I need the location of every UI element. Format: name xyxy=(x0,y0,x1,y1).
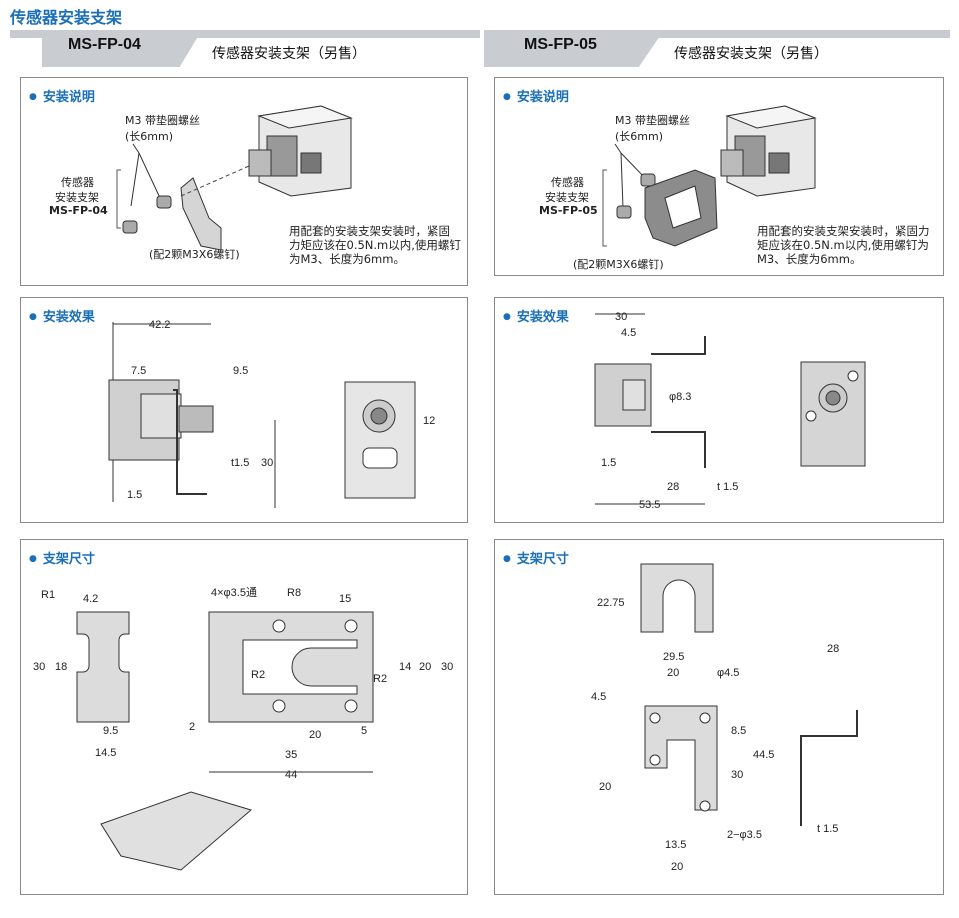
dim-t1-5: t1.5 xyxy=(231,457,249,469)
dim-r2-20c: 20 xyxy=(671,861,683,873)
left-effect-drawing: 42.2 7.5 9.5 30 t1.5 1.5 12 xyxy=(108,319,435,508)
dim-l-20b: 20 xyxy=(309,729,321,741)
dim-l-r1: R1 xyxy=(41,589,55,601)
dim-r-1-5: 1.5 xyxy=(601,457,616,469)
dim-r2-t1-5: t 1.5 xyxy=(817,823,838,835)
left-size-heading: 支架尺寸 xyxy=(29,548,95,567)
dim-r-30: 30 xyxy=(615,311,627,323)
dim-r2-20b: 20 xyxy=(599,781,611,793)
right-size-heading: 支架尺寸 xyxy=(503,548,569,567)
dim-r2-44-5: 44.5 xyxy=(753,749,774,761)
dim-l-r2b: R2 xyxy=(373,673,387,685)
right-screw-label: M3 带垫圈螺丝 xyxy=(615,114,690,127)
dim-r2-20: 20 xyxy=(667,667,679,679)
dim-r2-30: 30 xyxy=(731,769,743,781)
dim-r2-29-5: 29.5 xyxy=(663,651,684,663)
left-install-panel: 安装说明 M3 带垫圈螺丝 (长6mm) 传感器 安装支架 MS-FP-04 (… xyxy=(20,77,468,286)
dim-r2-phi4-5: φ4.5 xyxy=(717,667,739,679)
dim-r-28: 28 xyxy=(667,481,679,493)
right-install-note: 用配套的安装支架安装时，紧固力矩应该在0.5N.m以内,使用螺钉为M3、长度为6… xyxy=(757,224,930,266)
page-title: 传感器安装支架 xyxy=(10,8,123,27)
dim-42-2: 42.2 xyxy=(149,319,170,331)
dim-l-35: 35 xyxy=(285,749,297,761)
left-size-panel: 支架尺寸 R1 4.2 30 18 9.5 14.5 4×φ3.5通 R8 15… xyxy=(20,539,468,895)
right-model-subtitle: 传感器安装支架（另售） xyxy=(674,46,828,62)
right-screws-included: (配2颗M3X6螺钉) xyxy=(573,258,664,271)
left-bracket-line1: 传感器 xyxy=(61,176,94,189)
left-install-illustration xyxy=(116,105,353,251)
right-bracket-line2: 安装支架 xyxy=(545,191,589,204)
right-bracket-model: MS-FP-05 xyxy=(539,204,598,217)
dim-r2-8-5: 8.5 xyxy=(731,725,746,737)
right-install-heading: 安装说明 xyxy=(503,86,569,105)
dim-12: 12 xyxy=(423,415,435,427)
dim-r-phi8-3: φ8.3 xyxy=(669,391,691,403)
left-screw-label: M3 带垫圈螺丝 xyxy=(125,114,200,127)
right-install-panel: 安装说明 M3 带垫圈螺丝 (长6mm) 传感器 安装支架 MS-FP-05 (… xyxy=(494,77,944,276)
dim-l-5: 5 xyxy=(361,725,367,737)
dim-l-20: 20 xyxy=(419,661,431,673)
dim-l-4-2: 4.2 xyxy=(83,593,98,605)
dim-l-9-5: 9.5 xyxy=(103,725,118,737)
dim-30: 30 xyxy=(261,457,273,469)
right-effect-heading: 安装效果 xyxy=(503,306,569,325)
left-screw-length: (长6mm) xyxy=(125,130,174,143)
dim-l-30b: 30 xyxy=(441,661,453,673)
left-install-heading: 安装说明 xyxy=(29,86,95,105)
dim-l-44: 44 xyxy=(285,769,297,781)
dim-r2-13-5: 13.5 xyxy=(665,839,686,851)
dim-r2-22-75: 22.75 xyxy=(597,597,625,609)
left-model-subtitle: 传感器安装支架（另售） xyxy=(212,46,366,62)
right-effect-panel: 安装效果 30 4.5 φ8.3 1.5 28 t 1.5 53.5 xyxy=(494,297,944,523)
right-model-name: MS-FP-05 xyxy=(524,36,597,53)
left-model-header: MS-FP-04 传感器安装支架（另售） xyxy=(10,30,480,67)
right-effect-drawing: 30 4.5 φ8.3 1.5 28 t 1.5 53.5 xyxy=(594,311,866,511)
dim-l-holes: 4×φ3.5通 xyxy=(211,586,257,599)
left-install-note: 用配套的安装支架安装时，紧固力矩应该在0.5N.m以内,使用螺钉为M3、长度为6… xyxy=(289,224,461,266)
dim-r2-28: 28 xyxy=(827,643,839,655)
dim-r-t1-5: t 1.5 xyxy=(717,481,738,493)
left-effect-heading: 安装效果 xyxy=(29,306,95,325)
right-screw-length: (长6mm) xyxy=(615,130,664,143)
dim-r2-4-5: 4.5 xyxy=(591,691,606,703)
left-bracket-model: MS-FP-04 xyxy=(49,204,108,217)
left-model-name: MS-FP-04 xyxy=(68,36,141,53)
left-size-drawing: R1 4.2 30 18 9.5 14.5 4×φ3.5通 R8 15 R2 1… xyxy=(33,586,453,871)
dim-l-18: 18 xyxy=(55,661,67,673)
right-install-illustration xyxy=(602,105,817,247)
left-bracket-line2: 安装支架 xyxy=(55,191,99,204)
dim-r-53-5: 53.5 xyxy=(639,499,660,511)
left-effect-panel: 安装效果 42.2 7.5 9.5 30 t1.5 1.5 12 xyxy=(20,297,468,523)
dim-l-14: 14 xyxy=(399,661,411,673)
dim-r-4-5: 4.5 xyxy=(621,327,636,339)
dim-7-5: 7.5 xyxy=(131,365,146,377)
dim-l-30: 30 xyxy=(33,661,45,673)
right-size-panel: 支架尺寸 22.75 29.5 20 φ4.5 4.5 8.5 44.5 20 … xyxy=(494,539,944,895)
dim-9-5: 9.5 xyxy=(233,365,248,377)
dim-l-2: 2 xyxy=(189,721,195,733)
right-size-drawing: 22.75 29.5 20 φ4.5 4.5 8.5 44.5 20 30 2−… xyxy=(591,563,858,873)
dim-l-r2a: R2 xyxy=(251,669,265,681)
right-model-header: MS-FP-05 传感器安装支架（另售） xyxy=(484,30,950,67)
dim-l-14-5: 14.5 xyxy=(95,747,116,759)
dim-l-r8: R8 xyxy=(287,587,301,599)
dim-r2-holes: 2−φ3.5 xyxy=(727,829,762,841)
dim-1-5: 1.5 xyxy=(127,489,142,501)
dim-l-15: 15 xyxy=(339,593,351,605)
left-screws-included: (配2颗M3X6螺钉) xyxy=(149,248,240,261)
right-bracket-line1: 传感器 xyxy=(551,176,584,189)
